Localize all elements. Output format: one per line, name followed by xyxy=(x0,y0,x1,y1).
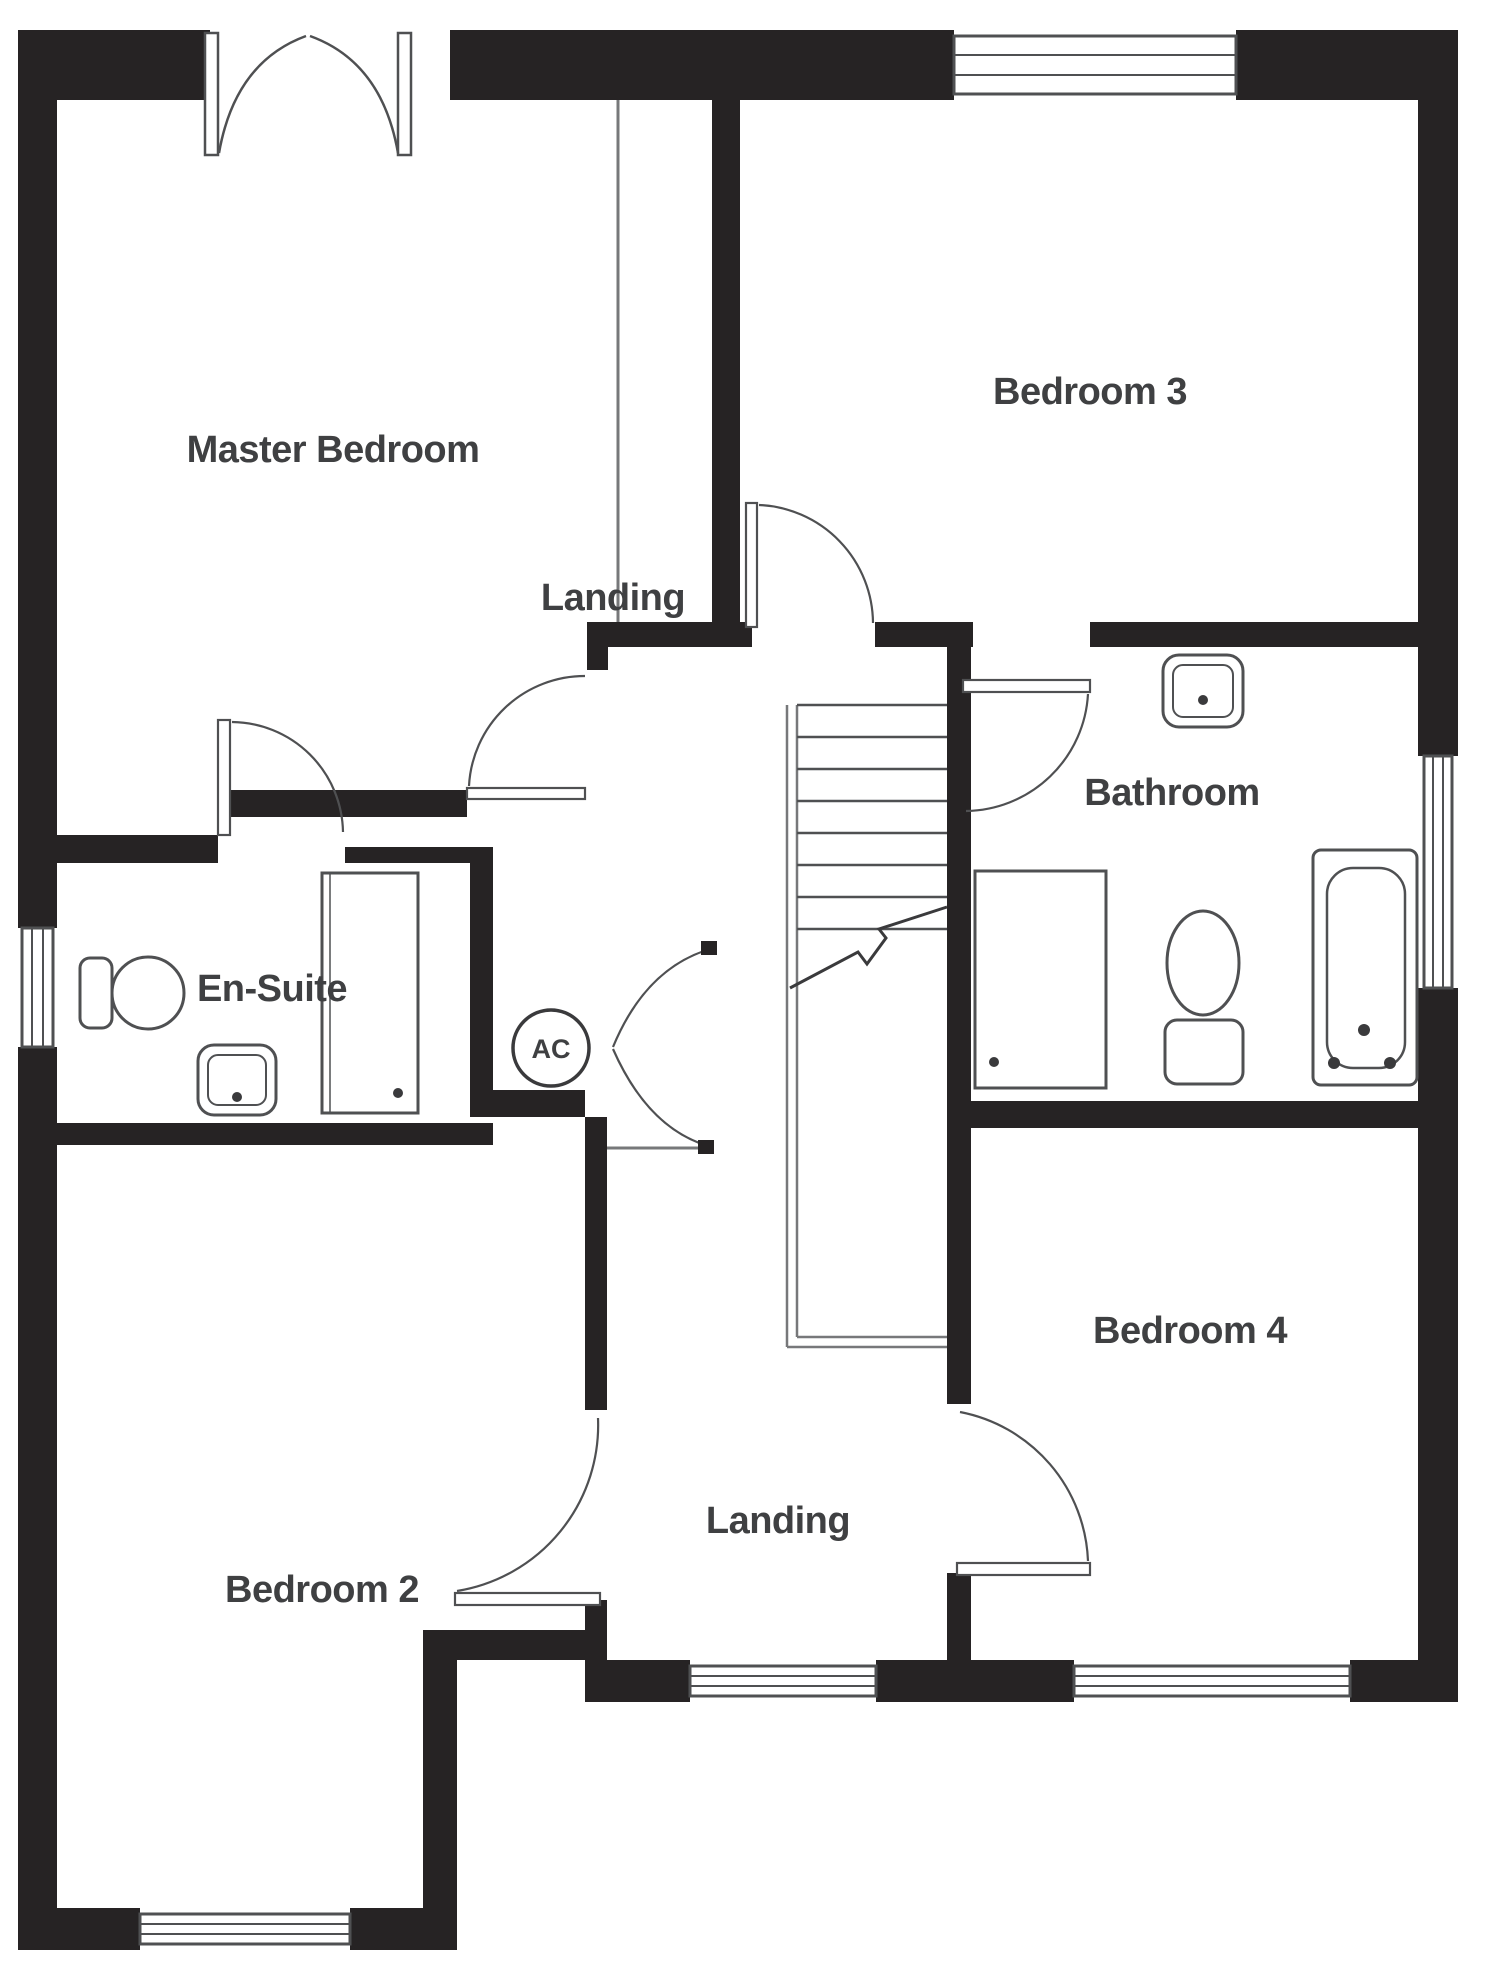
wall-left-lower xyxy=(18,1047,57,1950)
ensuite-toilet-icon xyxy=(78,955,186,1031)
french-door-left-leaf xyxy=(203,31,220,157)
label-ensuite: En-Suite xyxy=(197,968,347,1010)
wall-landing-top-2 xyxy=(875,622,973,647)
wall-bathroom-bottom xyxy=(947,1101,1418,1128)
ensuite-shower-icon xyxy=(320,871,420,1115)
wall-ensuite-top-right xyxy=(345,847,470,863)
bathroom-toilet-icon xyxy=(1163,909,1245,1086)
label-bedroom2: Bedroom 2 xyxy=(225,1569,419,1611)
bathroom-fixtures xyxy=(973,653,1419,1090)
staircase xyxy=(785,703,948,1349)
wall-top-mid xyxy=(450,30,954,100)
wall-ensuite-bottom xyxy=(18,1123,493,1145)
wall-bottom-landing-mid xyxy=(876,1660,1074,1702)
thin-partitions xyxy=(607,100,713,1150)
french-door-right-leaf xyxy=(396,31,413,157)
wall-landing-top-1 xyxy=(587,622,752,647)
french-doors-master xyxy=(203,31,413,157)
window-bedroom3-top xyxy=(952,34,1238,96)
door-ensuite xyxy=(216,718,345,837)
internal-walls xyxy=(18,100,1418,1950)
wall-landing-step xyxy=(587,622,608,670)
french-door-right-arc xyxy=(309,34,400,154)
door-bedroom3 xyxy=(744,501,875,629)
ac-symbol: AC xyxy=(511,1008,591,1088)
door-master-bedroom xyxy=(465,674,587,801)
ensuite-sink-icon xyxy=(196,1043,278,1117)
wall-ac-jog xyxy=(470,1090,585,1117)
windows xyxy=(20,34,1454,1946)
french-door-left-arc xyxy=(217,34,307,154)
door-bathroom xyxy=(961,678,1092,813)
ac-circle xyxy=(511,1008,591,1088)
wall-master-door xyxy=(223,790,467,817)
label-master-bedroom: Master Bedroom xyxy=(187,429,480,471)
door-bedroom2 xyxy=(453,1417,602,1607)
wall-bottom-landing-left xyxy=(585,1660,690,1702)
wall-right-upper xyxy=(1418,30,1458,756)
window-bedroom4-bottom xyxy=(1072,1664,1352,1698)
external-walls xyxy=(18,30,1458,1950)
wall-stairs-right xyxy=(947,647,971,1404)
wall-bedroom3-left xyxy=(712,100,740,630)
label-landing-upper: Landing xyxy=(541,577,685,619)
wall-ensuite-top-left xyxy=(57,835,218,863)
bathroom-shower-icon xyxy=(973,869,1108,1090)
wall-bottom-b2-left xyxy=(18,1908,140,1950)
label-bedroom3: Bedroom 3 xyxy=(993,371,1187,413)
stair-break-line xyxy=(789,905,948,990)
stair-handrail xyxy=(785,705,947,1349)
wall-bedroom4-door-stub xyxy=(947,1573,971,1660)
window-bathroom-right xyxy=(1422,754,1454,990)
wall-left-upper xyxy=(18,30,57,928)
ac-label: AC xyxy=(532,1034,571,1064)
bathroom-sink-icon xyxy=(1161,653,1245,729)
window-ensuite-left xyxy=(20,926,55,1049)
label-landing-lower: Landing xyxy=(706,1500,850,1542)
wall-right-lower xyxy=(1418,988,1458,1702)
label-bedroom4: Bedroom 4 xyxy=(1093,1310,1287,1352)
bathroom-bathtub-icon xyxy=(1311,848,1419,1087)
window-bedroom2-bottom xyxy=(138,1912,352,1946)
door-bedroom4 xyxy=(955,1410,1092,1577)
ensuite-fixtures xyxy=(78,871,420,1117)
wall-bathroom-top xyxy=(1090,622,1418,647)
stair-steps xyxy=(797,703,947,931)
room-labels: Master Bedroom Bedroom 3 Landing Bathroo… xyxy=(187,371,1288,1611)
doors xyxy=(216,501,1092,1607)
wall-ensuite-right xyxy=(470,847,493,1092)
wall-bottom-b4-corner xyxy=(1350,1660,1458,1702)
label-bathroom: Bathroom xyxy=(1084,772,1259,814)
wall-landing2-left-upper xyxy=(585,1117,607,1410)
door-ac-cupboard xyxy=(611,941,717,1154)
wall-bedroom2-right xyxy=(423,1630,457,1950)
window-landing-lower xyxy=(688,1664,878,1698)
